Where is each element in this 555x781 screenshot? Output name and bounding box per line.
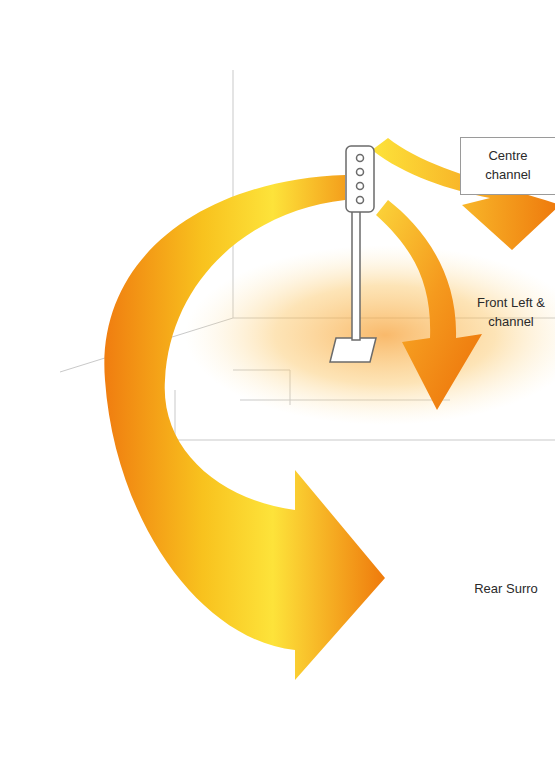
channel-caption: Front Left & channel	[468, 294, 554, 332]
rear-surround-arrow	[104, 175, 385, 680]
channel-caption: Rear Surro	[460, 580, 552, 599]
sound-glow	[185, 245, 555, 425]
channel-label: Centre channel	[467, 147, 549, 185]
speaker-tower	[330, 146, 376, 362]
front-arrow	[376, 200, 482, 410]
channel-box: Centre channel	[460, 137, 555, 195]
